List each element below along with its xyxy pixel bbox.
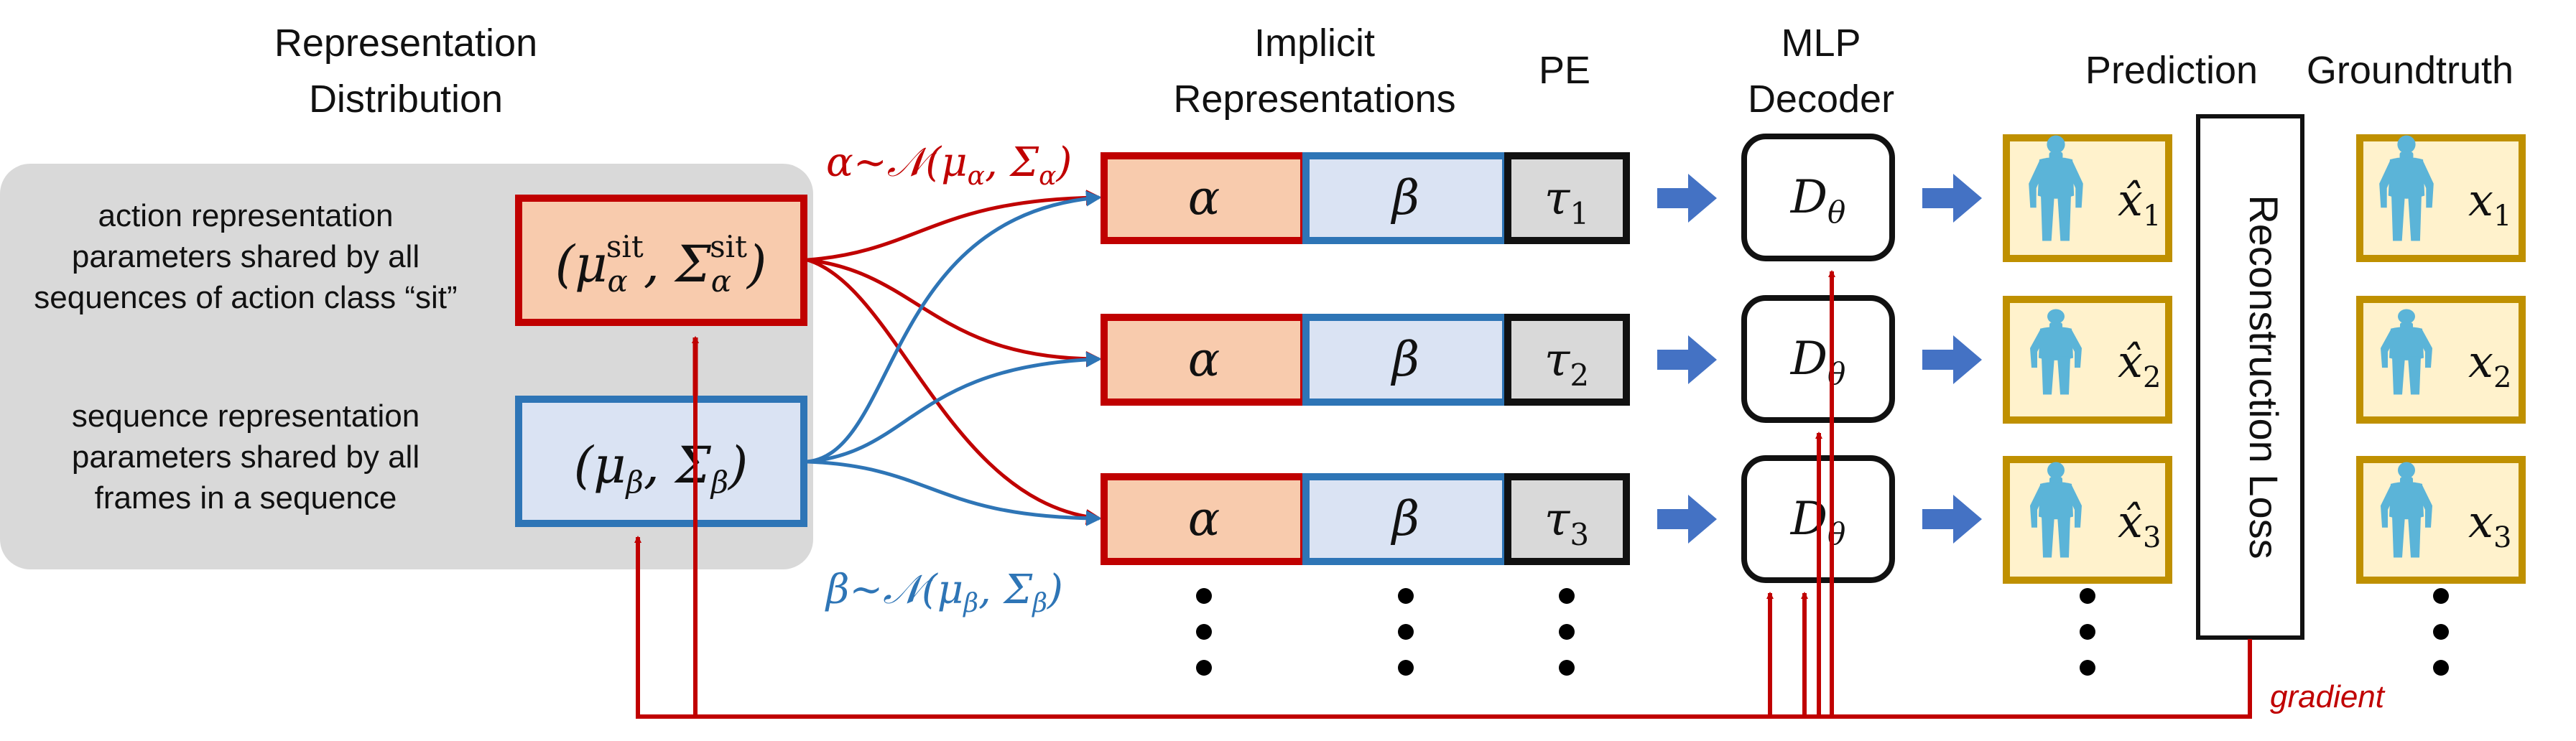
right-arrow-icon bbox=[1657, 495, 1717, 544]
header-prediction: Prediction bbox=[2085, 49, 2258, 92]
header-distribution: Representation Distribution bbox=[274, 22, 537, 121]
alpha-connectors bbox=[807, 190, 1102, 526]
prediction-label: x̂3 bbox=[2118, 495, 2161, 554]
tau-cell-label: τ3 bbox=[1544, 493, 1589, 552]
header-pe: PE bbox=[1539, 49, 1590, 92]
tau-cell-label: τ1 bbox=[1544, 172, 1589, 231]
tau-cell bbox=[1504, 152, 1630, 244]
sequence-description-line2: parameters shared by all bbox=[72, 439, 420, 475]
beta-cell-label: β bbox=[1390, 170, 1419, 225]
gradient-to-sequence bbox=[634, 536, 2252, 719]
alpha-connector-row3 bbox=[807, 258, 1102, 526]
reconstruction-loss-box bbox=[2196, 114, 2304, 640]
header-implicit-line1: Implicit bbox=[1254, 22, 1375, 65]
right-arrow-icon bbox=[1657, 174, 1717, 223]
action-description: action representation parameters shared … bbox=[34, 198, 457, 315]
beta-connector-row3 bbox=[807, 460, 1102, 526]
header-groundtruth: Groundtruth bbox=[2307, 49, 2514, 92]
alpha-cell-label: α bbox=[1188, 170, 1220, 225]
beta-cell bbox=[1302, 152, 1509, 244]
row-3: α β τ3 Dθ x̂3 x3 bbox=[1101, 455, 2526, 584]
action-description-line1: action representation bbox=[98, 198, 394, 233]
header-implicit: Implicit Representations bbox=[1173, 22, 1455, 121]
sequence-description-line1: sequence representation bbox=[72, 399, 420, 434]
header-distribution-line2: Distribution bbox=[309, 78, 503, 121]
right-arrow-icon bbox=[1922, 335, 1982, 384]
alpha-cell-label: α bbox=[1188, 332, 1220, 387]
tau-cell-label: τ2 bbox=[1544, 334, 1589, 393]
gradient-paths bbox=[634, 270, 2252, 719]
sequence-params-label: (μβ, Σβ) bbox=[574, 436, 749, 500]
groundtruth-label: x1 bbox=[2468, 174, 2511, 233]
groundtruth-label: x2 bbox=[2468, 335, 2511, 394]
beta-connector-row2 bbox=[807, 351, 1102, 464]
prediction-label: x̂1 bbox=[2118, 174, 2161, 233]
alpha-connector-row2 bbox=[807, 258, 1102, 367]
reconstruction-loss-label: Reconstruction Loss bbox=[2241, 195, 2287, 559]
action-params-label: (μαsit, Σαsit) bbox=[555, 229, 767, 299]
prediction-frame bbox=[2003, 134, 2172, 262]
prediction-frame bbox=[2003, 296, 2172, 424]
ellipsis-dots bbox=[1196, 588, 2449, 676]
beta-cell-label: β bbox=[1390, 332, 1419, 387]
row-2: α β τ2 Dθ x̂2 x2 bbox=[1101, 295, 2526, 424]
right-arrow-icon bbox=[1922, 174, 1982, 223]
sequence-description-line3: frames in a sequence bbox=[95, 480, 397, 516]
beta-cell bbox=[1302, 473, 1509, 565]
alpha-cell bbox=[1101, 314, 1307, 406]
alpha-cell bbox=[1101, 152, 1307, 244]
right-arrow-icon bbox=[1922, 495, 1982, 544]
prediction-label: x̂2 bbox=[2118, 335, 2161, 394]
tau-cell bbox=[1504, 314, 1630, 406]
decoder-label: Dθ bbox=[1790, 171, 1846, 230]
alpha-sampling-label: α~𝒩(μα, Σα) bbox=[826, 139, 1072, 191]
header-decoder: MLP Decoder bbox=[1748, 22, 1894, 121]
decoder-box bbox=[1741, 295, 1895, 423]
right-arrow-icon bbox=[1657, 335, 1717, 384]
decoder-box bbox=[1741, 134, 1895, 261]
header-distribution-line1: Representation bbox=[274, 22, 537, 65]
prediction-frame bbox=[2003, 456, 2172, 584]
action-description-line2: parameters shared by all bbox=[72, 239, 420, 274]
row-1: α β τ1 Dθ x̂1 x1 bbox=[1101, 134, 2526, 262]
alpha-cell-label: α bbox=[1188, 491, 1220, 546]
sequence-params-box bbox=[515, 396, 807, 527]
beta-sampling-label: β~𝒩(μβ, Σβ) bbox=[825, 567, 1063, 618]
action-description-line3: sequences of action class “sit” bbox=[34, 280, 457, 315]
beta-connectors bbox=[807, 190, 1102, 526]
beta-cell-label: β bbox=[1390, 491, 1419, 546]
tau-cell bbox=[1504, 473, 1630, 565]
header-decoder-line2: Decoder bbox=[1748, 78, 1894, 121]
alpha-connector-row1 bbox=[807, 190, 1102, 262]
header-decoder-line1: MLP bbox=[1781, 22, 1861, 65]
sequence-description: sequence representation parameters share… bbox=[72, 399, 420, 516]
alpha-cell bbox=[1101, 473, 1307, 565]
groundtruth-label: x3 bbox=[2468, 495, 2511, 554]
action-params-box bbox=[515, 195, 807, 326]
header-implicit-line2: Representations bbox=[1173, 78, 1455, 121]
beta-connector-row1 bbox=[807, 190, 1102, 464]
gradient-label: gradient bbox=[2270, 679, 2386, 714]
